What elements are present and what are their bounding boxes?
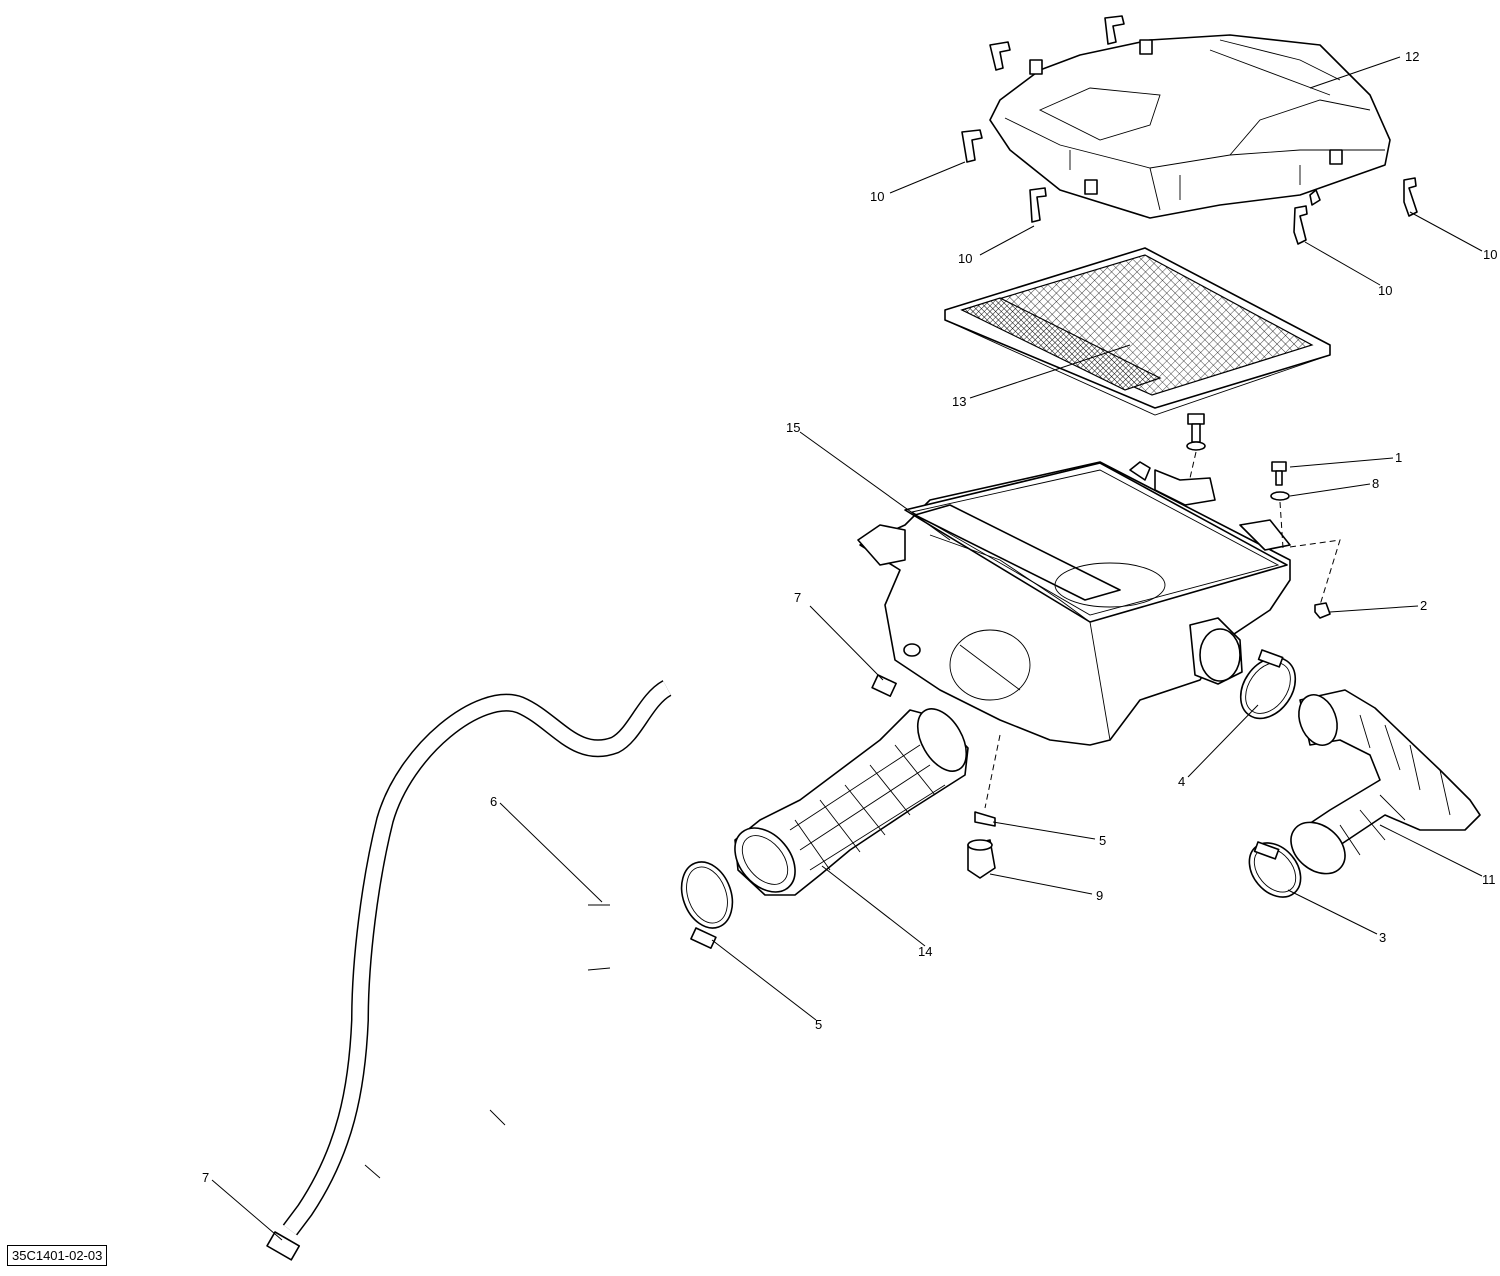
callout-7-lower: 7 — [202, 1170, 209, 1185]
drain-valve — [967, 811, 996, 879]
callout-7-upper: 7 — [794, 590, 801, 605]
cover-clips — [961, 15, 1418, 245]
callout-5-right: 5 — [1099, 833, 1106, 848]
callout-13: 13 — [952, 394, 966, 409]
callout-1: 1 — [1395, 450, 1402, 465]
callout-4: 4 — [1178, 774, 1185, 789]
callout-2: 2 — [1420, 598, 1427, 613]
callout-12: 12 — [1405, 49, 1419, 64]
callout-11: 11 — [1482, 872, 1496, 887]
callout-numbers: 12 10 10 10 10 13 15 1 8 2 7 4 6 5 9 11 … — [202, 49, 1497, 1185]
diagram-reference-code: 35C1401-02-03 — [7, 1245, 108, 1266]
air-filter — [944, 247, 1331, 416]
callout-14: 14 — [918, 944, 932, 959]
bolt-hardware — [1186, 413, 1331, 619]
hose-clamp-4 — [1239, 649, 1297, 720]
callout-10-right-lower: 10 — [1378, 283, 1392, 298]
callout-5-left: 5 — [815, 1017, 822, 1032]
callout-6: 6 — [490, 794, 497, 809]
callout-10-left-upper: 10 — [870, 189, 884, 204]
callout-15: 15 — [786, 420, 800, 435]
intake-boot — [734, 708, 969, 896]
intake-duct — [1290, 689, 1481, 875]
callout-10-right-upper: 10 — [1483, 247, 1497, 262]
breather-hose — [266, 674, 897, 1261]
callout-3: 3 — [1379, 930, 1386, 945]
callout-8: 8 — [1372, 476, 1379, 491]
airbox-housing — [857, 461, 1291, 746]
leader-lines — [211, 56, 1483, 1241]
callout-9: 9 — [1096, 888, 1103, 903]
airbox-cover — [989, 34, 1391, 219]
hose-clamp-5 — [680, 861, 734, 949]
callout-10-left-lower: 10 — [958, 251, 972, 266]
